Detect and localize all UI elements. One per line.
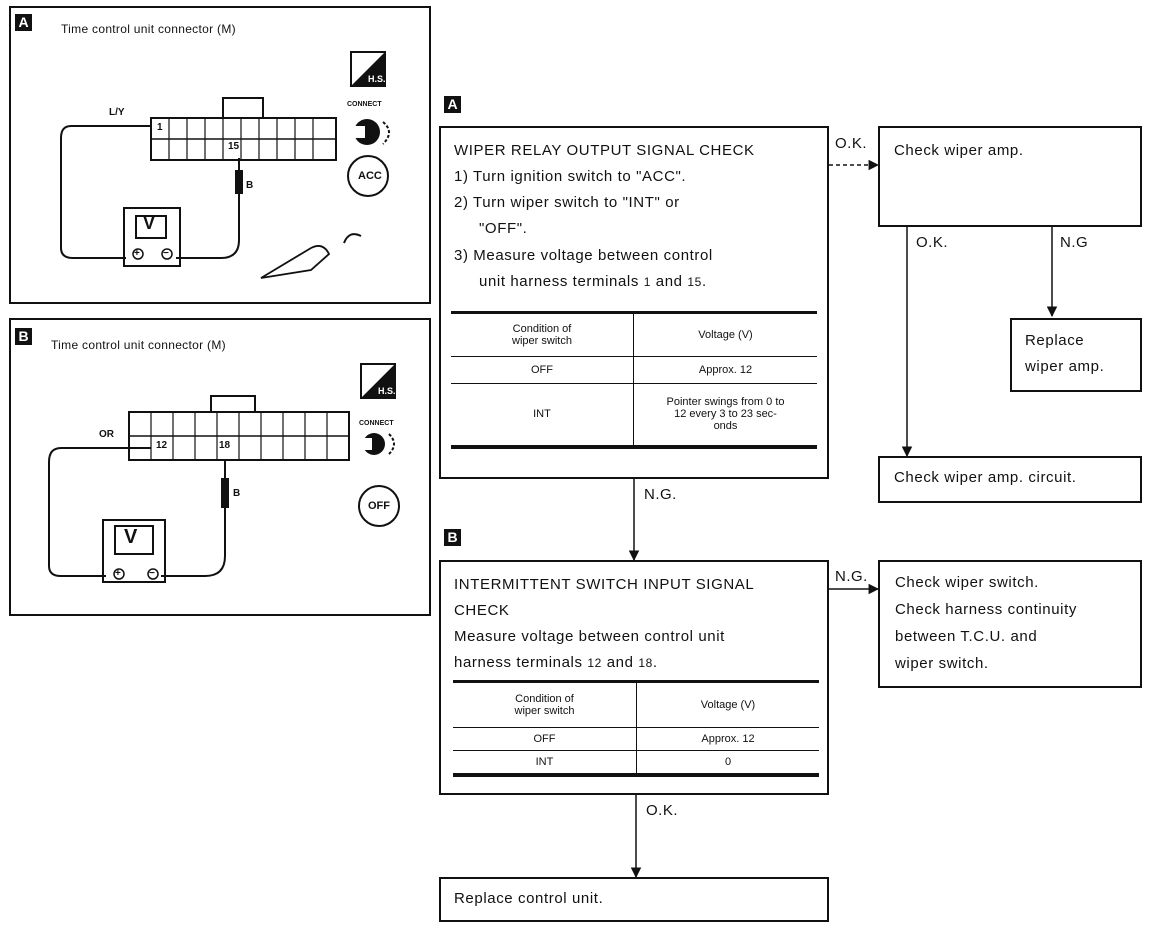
panel-a-title: Time control unit connector (M) (61, 22, 236, 36)
label-b-ng: N.G. (835, 568, 868, 585)
check-a-tag: A (444, 96, 461, 113)
check-a-th-condition-2: wiper switch (512, 334, 572, 347)
label-a-ng: N.G. (644, 486, 677, 503)
check-switch-text-1: Check wiper switch. (895, 574, 1039, 591)
label-a-ok: O.K. (835, 135, 868, 152)
panel-b-tag: B (15, 328, 32, 345)
check-b-tag: B (444, 529, 461, 546)
check-a-term2: 15 (687, 275, 702, 289)
panel-b-drawing (48, 363, 400, 583)
check-a-step2a: 2) Turn wiper switch to "INT" or (454, 194, 680, 211)
check-a-th-voltage: Voltage (V) (633, 314, 817, 357)
check-b-th-condition-2: wiper switch (514, 704, 575, 717)
panel-b: B Time control unit connector (M) OR 12 … (9, 318, 431, 616)
panel-b-wire-color: OR (99, 429, 114, 440)
check-a-title: WIPER RELAY OUTPUT SIGNAL CHECK (454, 142, 755, 159)
panel-b-probe-neg: − (149, 568, 155, 579)
check-b-title1: INTERMITTENT SWITCH INPUT SIGNAL (454, 576, 755, 593)
panel-b-meter: V (124, 526, 138, 548)
check-switch-text-4: wiper switch. (895, 655, 989, 672)
check-b-line2: harness terminals 12 and 18. (454, 654, 658, 671)
check-a-step3b: unit harness terminals 1 and 15. (479, 273, 707, 290)
check-a-box: WIPER RELAY OUTPUT SIGNAL CHECK 1) Turn … (439, 126, 829, 479)
check-switch-text-3: between T.C.U. and (895, 628, 1038, 645)
check-b-term1: 12 (587, 656, 602, 670)
panel-b-ground-wire: B (233, 488, 241, 499)
table-row: OFF Approx. 12 (453, 727, 819, 751)
panel-a-tag: A (15, 14, 32, 31)
check-a-step3a: 3) Measure voltage between control (454, 247, 713, 264)
check-switch-box: Check wiper switch. Check harness contin… (878, 560, 1142, 688)
check-a-table-bottom (451, 446, 817, 449)
check-b-th-voltage: Voltage (V) (636, 683, 819, 728)
replace-amp-text-1: Replace (1025, 332, 1085, 349)
check-b-box: INTERMITTENT SWITCH INPUT SIGNAL CHECK M… (439, 560, 829, 795)
check-a-table-top (451, 311, 817, 314)
check-amp-circuit-box: Check wiper amp. circuit. (878, 456, 1142, 503)
panel-a-hs-label: H.S. (368, 74, 386, 84)
check-b-line1: Measure voltage between control unit (454, 628, 725, 645)
check-b-term2: 18 (638, 656, 653, 670)
panel-a-probe-pos: + (134, 248, 140, 259)
check-a-step2b: "OFF". (479, 220, 528, 237)
panel-b-connector-ref: M (211, 338, 222, 352)
panel-b-hs-label: H.S. (378, 386, 396, 396)
replace-amp-text-2: wiper amp. (1025, 358, 1105, 375)
panel-b-pin-left: 12 (156, 440, 168, 451)
panel-a-pin-right: 15 (228, 141, 240, 152)
panel-a: A Time control unit connector (M) (9, 6, 431, 304)
panel-a-probe-neg: − (163, 248, 169, 259)
panel-b-title: Time control unit connector (M) (51, 338, 226, 352)
panel-a-ground-wire: B (246, 180, 254, 191)
check-amp-circuit-text: Check wiper amp. circuit. (894, 469, 1077, 486)
label-amp-ng: N.G (1060, 234, 1089, 251)
check-b-table: Condition of wiper switch Voltage (V) OF… (453, 683, 819, 774)
panel-b-pin-right: 18 (219, 440, 231, 451)
check-a-term1: 1 (643, 275, 651, 289)
check-switch-text-2: Check harness continuity (895, 601, 1077, 618)
panel-a-ign-label: ACC (358, 170, 382, 182)
label-amp-ok: O.K. (916, 234, 949, 251)
table-row: INT 0 (453, 750, 819, 774)
panel-a-connector-ref: M (221, 22, 232, 36)
check-a-table: Condition of wiper switch Voltage (V) OF… (451, 314, 817, 446)
table-row: OFF Approx. 12 (451, 356, 817, 384)
check-amp-box: Check wiper amp. (878, 126, 1142, 227)
panel-a-pin-left: 1 (157, 122, 163, 133)
check-amp-text: Check wiper amp. (894, 142, 1024, 159)
replace-unit-text: Replace control unit. (454, 890, 604, 907)
check-a-th-condition-1: Condition of (512, 322, 572, 335)
panel-a-connect-label: CONNECT (347, 101, 382, 108)
check-b-table-top (453, 680, 819, 683)
panel-a-meter: V (143, 213, 156, 233)
panel-a-wire-color: L/Y (109, 107, 125, 118)
replace-amp-box: Replace wiper amp. (1010, 318, 1142, 392)
panel-a-drawing (60, 51, 390, 279)
check-b-th-condition-1: Condition of (515, 692, 574, 705)
check-a-step1: 1) Turn ignition switch to "ACC". (454, 168, 687, 185)
replace-unit-box: Replace control unit. (439, 877, 829, 922)
check-b-title2: CHECK (454, 602, 510, 619)
label-b-ok: O.K. (646, 802, 679, 819)
panel-b-switch-label: OFF (368, 500, 390, 512)
table-row: INT Pointer swings from 0 to 12 every 3 … (451, 383, 817, 446)
check-b-table-bottom (453, 774, 819, 777)
panel-b-connect-label: CONNECT (359, 420, 394, 427)
panel-b-probe-pos: + (115, 568, 121, 579)
